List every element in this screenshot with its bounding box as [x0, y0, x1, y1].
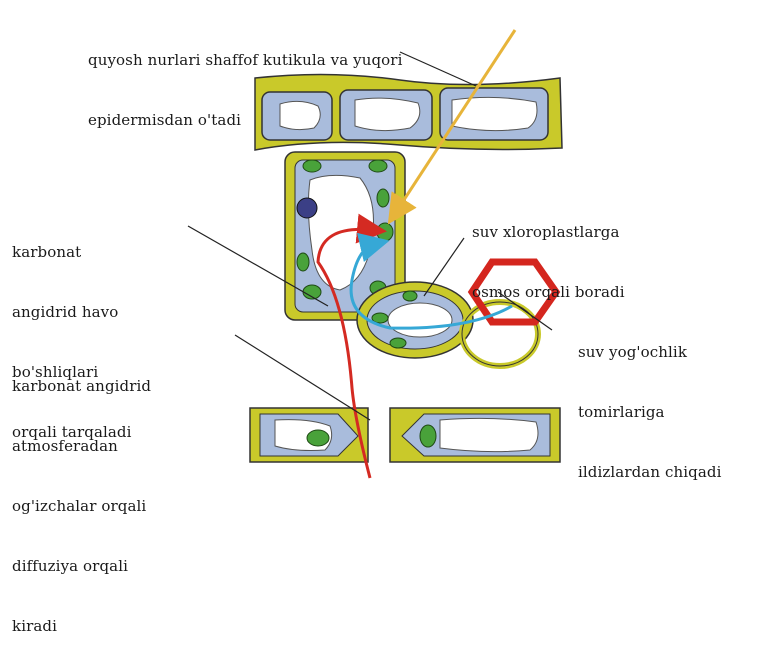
- label-sunlight: quyosh nurlari shaffof kutikula va yuqor…: [88, 10, 402, 150]
- label-line: epidermisdan o'tadi: [88, 110, 402, 130]
- label-line: osmos orqali boradi: [472, 282, 625, 302]
- label-line: diffuziya orqali: [12, 556, 151, 576]
- chloroplast: [303, 160, 321, 172]
- label-line: ildizlardan chiqadi: [578, 462, 721, 482]
- spongy-cell: [357, 282, 473, 358]
- label-co2-stomata: karbonat angidrid atmosferadan og'izchal…: [12, 336, 151, 656]
- label-line: atmosferadan: [12, 436, 151, 456]
- label-water-osmosis: suv xloroplastlarga osmos orqali boradi: [472, 182, 625, 322]
- label-line: suv xloroplastlarga: [472, 222, 625, 242]
- label-line: tomirlariga: [578, 402, 721, 422]
- chloroplast: [297, 253, 309, 271]
- chloroplast: [377, 189, 389, 207]
- chloroplast: [369, 160, 387, 172]
- label-water-xylem: suv yog'ochlik tomirlariga ildizlardan c…: [578, 302, 721, 502]
- leaf-cross-section-diagram: quyosh nurlari shaffof kutikula va yuqor…: [0, 0, 764, 480]
- chloroplast: [307, 430, 329, 446]
- label-line: angidrid havo: [12, 302, 132, 322]
- label-line: kiradi: [12, 616, 151, 636]
- chloroplast: [403, 291, 417, 301]
- chloroplast: [390, 338, 406, 348]
- label-line: suv yog'ochlik: [578, 342, 721, 362]
- nucleus: [297, 198, 317, 218]
- label-line: karbonat angidrid: [12, 376, 151, 396]
- chloroplast: [377, 223, 393, 241]
- label-line: quyosh nurlari shaffof kutikula va yuqor…: [88, 50, 402, 70]
- chloroplast: [420, 425, 436, 447]
- label-line: karbonat: [12, 242, 132, 262]
- label-line: og'izchalar orqali: [12, 496, 151, 516]
- lower-epidermis: [250, 408, 560, 462]
